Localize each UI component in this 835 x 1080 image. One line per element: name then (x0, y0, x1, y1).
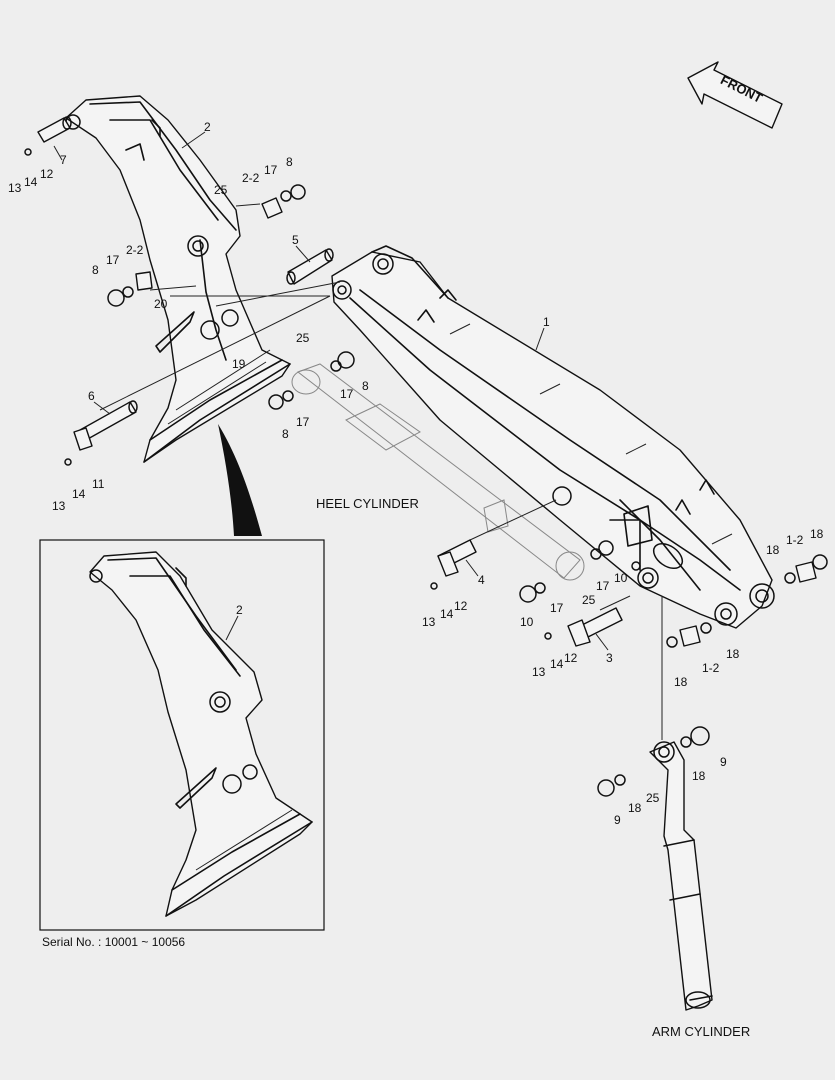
label-18: 18 (674, 675, 688, 689)
label-12: 12 (40, 167, 54, 181)
label-1: 1 (543, 315, 550, 329)
label-9: 9 (614, 813, 621, 827)
label-17: 17 (596, 579, 610, 593)
label-13: 13 (8, 181, 22, 195)
arm-cylinder (649, 741, 713, 1011)
label-13: 13 (532, 665, 546, 679)
label-17: 17 (296, 415, 310, 429)
boom-main (65, 95, 291, 463)
label-20: 20 (154, 297, 168, 311)
label-4: 4 (478, 573, 485, 587)
label-18: 18 (810, 527, 824, 541)
label-14: 14 (72, 487, 86, 501)
label-8: 8 (282, 427, 289, 441)
rings (24, 148, 828, 797)
label-2-2: 2-2 (242, 171, 260, 185)
label-10: 10 (614, 571, 628, 585)
arm-cylinder-caption: ARM CYLINDER (652, 1024, 750, 1039)
pins (37, 116, 817, 647)
label-25: 25 (646, 791, 660, 805)
boom-inset (89, 551, 313, 917)
label-13: 13 (52, 499, 66, 513)
label-19: 19 (232, 357, 246, 371)
label-14: 14 (440, 607, 454, 621)
label-17: 17 (550, 601, 564, 615)
heel-cylinder-caption: HEEL CYLINDER (316, 496, 419, 511)
inset-pointer (218, 424, 262, 536)
label-2: 2 (204, 120, 211, 134)
label-14: 14 (24, 175, 38, 189)
label-17: 17 (340, 387, 354, 401)
label-12: 12 (454, 599, 468, 613)
label-18: 18 (766, 543, 780, 557)
label-3: 3 (606, 651, 613, 665)
label-14: 14 (550, 657, 564, 671)
label-25: 25 (582, 593, 596, 607)
label-13: 13 (422, 615, 436, 629)
leader-lines (53, 131, 609, 651)
label-11: 11 (92, 477, 105, 491)
label-8: 8 (362, 379, 369, 393)
label-17: 17 (106, 253, 120, 267)
part-labels: 1 1-2 1-2 2 2 2-2 2-2 3 4 5 6 7 8 8 8 8 … (8, 120, 824, 827)
label-6: 6 (88, 389, 95, 403)
label-5: 5 (292, 233, 299, 247)
label-17: 17 (264, 163, 278, 177)
label-1-2: 1-2 (786, 533, 804, 547)
heel-cylinder (291, 363, 585, 581)
label-2-2: 2-2 (126, 243, 144, 257)
serial-caption: Serial No. : 10001 ~ 10056 (42, 935, 185, 949)
label-12: 12 (564, 651, 578, 665)
label-18: 18 (726, 647, 740, 661)
label-8: 8 (92, 263, 99, 277)
label-18: 18 (628, 801, 642, 815)
label-25: 25 (214, 183, 228, 197)
label-18: 18 (692, 769, 706, 783)
front-arrow: FRONT (687, 61, 783, 129)
label-1-2: 1-2 (702, 661, 720, 675)
arm-body (331, 245, 775, 629)
label-10: 10 (520, 615, 534, 629)
label-9: 9 (720, 755, 727, 769)
label-8: 8 (286, 155, 293, 169)
label-25: 25 (296, 331, 310, 345)
label-2-inset: 2 (236, 603, 243, 617)
label-7: 7 (60, 153, 67, 167)
